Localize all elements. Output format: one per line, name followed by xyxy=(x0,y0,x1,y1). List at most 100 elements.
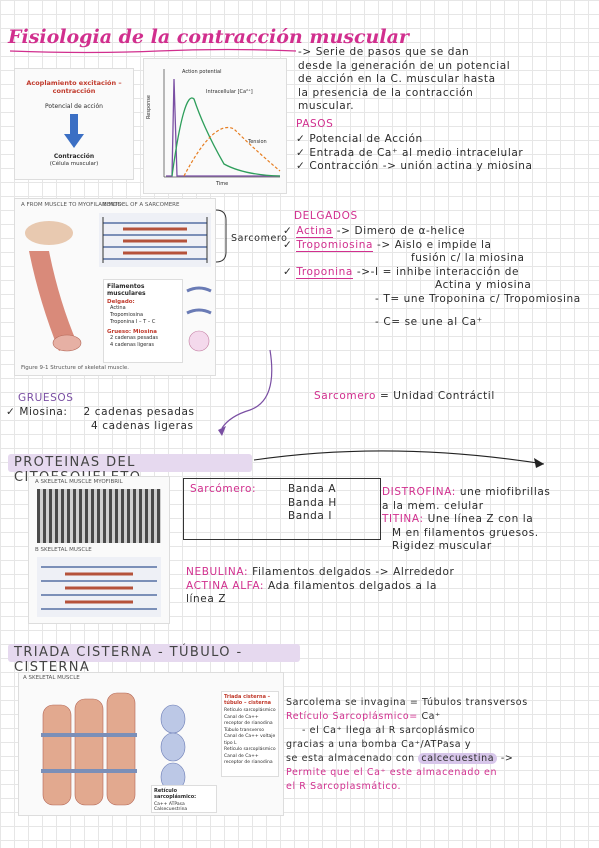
triad-notes: Sarcolema se invagina = Túbulos transver… xyxy=(286,696,598,794)
tropomiosina-desc2: fusión c/ la miosina xyxy=(411,252,525,264)
titina-term: TITINA: xyxy=(382,513,424,525)
myofibril-figure: A SKELETAL MUSCLE MYOFIBRIL B SKELETAL M… xyxy=(28,476,170,624)
intro-line: muscular. xyxy=(298,100,355,112)
intro-line: -> Serie de pasos que se dan xyxy=(298,46,470,58)
filamentos-box: Filamentos musculares Delgado: Actina Tr… xyxy=(103,279,183,363)
figure-caption: Figure 9-1 Structure of skeletal muscle. xyxy=(21,365,130,371)
gruesos-item: Miosina: xyxy=(19,406,68,418)
troponina-c: - C= se une al Ca⁺ xyxy=(375,316,483,328)
nebulina-block: NEBULINA: Filamentos delgados -> Alrrede… xyxy=(186,566,596,607)
sarcolema-line: Sarcolema se invagina = Túbulos transver… xyxy=(286,697,528,708)
troponina-desc: ->-I = inhibe interacción de xyxy=(356,265,520,278)
triad-bullet: - el Ca⁺ llega al R sarcoplásmico xyxy=(302,725,476,736)
delgado-item: Troponina I – T – C xyxy=(110,319,156,325)
sarcomere-model xyxy=(99,213,211,267)
triad-illustration xyxy=(41,692,186,806)
response-curves xyxy=(163,69,281,178)
delgado-title: Delgado: xyxy=(107,299,135,305)
pasos-item: Contracción -> unión actina y miosina xyxy=(296,160,596,174)
arm-muscle-illustration xyxy=(25,221,82,352)
reticulo-box-title: Retículo sarcoplásmico: xyxy=(154,788,197,800)
troponina-term: Troponina xyxy=(296,265,353,279)
troponina-checkmark xyxy=(283,266,296,278)
nebulina-def: Filamentos delgados -> Alrrededor xyxy=(252,566,455,578)
grueso-item: 2 cadenas pesadas xyxy=(110,335,159,341)
myofibril-model xyxy=(37,557,161,617)
reticulo-info-box: Retículo sarcoplásmico: Ca++ ATPasa Cals… xyxy=(151,785,217,813)
pasos-item: Potencial de Acción xyxy=(296,133,596,147)
grueso-item: 4 cadenas ligeras xyxy=(110,342,155,348)
actina-desc: -> Dimero de α-helice xyxy=(336,225,466,237)
pasos-list: Potencial de Acción Entrada de Ca⁺ al me… xyxy=(296,133,596,174)
delgado-item: Tropomiosina xyxy=(110,312,144,318)
banda-list: Banda A Banda H Banda I xyxy=(288,483,337,524)
intro-line: desde la generación de un potencial xyxy=(298,59,511,72)
sarcomero-definition: Sarcomero = Unidad Contráctil xyxy=(314,390,495,404)
sarcomero-term: Sarcomero xyxy=(314,390,376,402)
troponina-desc2: Actina y miosina xyxy=(435,279,532,291)
tropomiosina-term: Tropomiosina xyxy=(296,238,374,252)
triad-box-item: receptor de rianodina xyxy=(224,721,273,726)
delgados-heading: DELGADOS xyxy=(294,210,358,222)
triad-info-box: Triada cisterna – túbulo – cisterna Retí… xyxy=(221,691,279,777)
titina-line: M en filamentos gruesos. xyxy=(392,526,539,539)
response-graph: Action potential Intracellular [Ca²⁺] Te… xyxy=(143,58,287,194)
triad-bullet-a: se esta almacenado con xyxy=(286,753,415,764)
coupling-bottom-label: Contracción xyxy=(53,153,95,160)
sarcomero-def-text: = Unidad Contráctil xyxy=(379,390,495,402)
page-title: Fisiologia de la contracción muscular xyxy=(8,26,409,48)
triad-final: Permite que el Ca⁺ este almacenado en xyxy=(286,767,498,778)
reticulo-term: Retículo Sarcoplásmico= xyxy=(286,711,418,722)
banda-item: Banda H xyxy=(288,496,337,509)
connector-arrow xyxy=(218,349,273,436)
distrofina-line: a la mem. celular xyxy=(382,499,484,512)
triad-box-title: Triada cisterna – túbulo – cisterna xyxy=(224,694,272,706)
gruesos-list: Miosina: 2 cadenas pesadas 4 cadenas lig… xyxy=(6,406,246,433)
banda-item: Banda A xyxy=(288,483,337,495)
coupling-bottom-sublabel: (Célula muscular) xyxy=(49,161,99,167)
grueso-title: Grueso: Miosina xyxy=(107,329,157,335)
title-underline xyxy=(9,48,297,54)
titina-line: Une línea Z con la xyxy=(427,513,534,525)
y-axis-label: Response xyxy=(146,94,152,119)
triad-box-item: Túbulo transverso xyxy=(224,727,265,733)
citoesqueleto-band: PROTEINAS DEL CITOESQUELETO xyxy=(8,454,252,485)
titina-line: Rigidez muscular xyxy=(392,540,492,552)
label-action-potential: Action potential xyxy=(182,69,222,75)
filament-detail xyxy=(186,286,212,352)
tropomiosina-checkmark xyxy=(283,239,296,251)
sarcomero-bracket xyxy=(215,209,227,263)
sarcomero-bands-box: Sarcómero: Banda A Banda H Banda I xyxy=(183,478,381,540)
distrofina-block: DISTROFINA: une miofibrillas a la mem. c… xyxy=(382,486,596,554)
delgados-list: Actina -> Dimero de α-helice Tropomiosin… xyxy=(283,225,597,330)
gruesos-heading: GRUESOS xyxy=(18,392,74,404)
reticulo-box-item: Ca++ ATPasa xyxy=(154,802,185,807)
pasos-item: Entrada de Ca⁺ al medio intracelular xyxy=(296,147,596,161)
actina-alfa-term: ACTINA ALFA: xyxy=(186,579,265,592)
delgado-item: Actina xyxy=(110,305,126,311)
triad-bullet-b: -> xyxy=(500,753,514,764)
distrofina-line: une miofibrillas xyxy=(459,486,551,498)
pasos-heading: PASOS xyxy=(296,118,334,130)
myofibril-label-b: B SKELETAL MUSCLE xyxy=(35,547,92,553)
gruesos-checkmark xyxy=(6,406,19,418)
intro-line: la presencia de la contracción xyxy=(298,86,474,99)
reticulo-box-item: Calsecuestrina xyxy=(154,807,188,812)
banda-item: Banda I xyxy=(288,510,333,522)
intro-line: de acción en la C. muscular hasta xyxy=(298,73,496,85)
reticulo-ion: Ca⁺ xyxy=(421,711,441,722)
troponina-t: - T= une Troponina c/ Tropomiosina xyxy=(375,292,581,305)
actina-alfa-line: línea Z xyxy=(186,593,227,605)
x-axis-label: Time xyxy=(216,181,229,187)
triad-box-item: Canal de Ca++ xyxy=(224,714,259,720)
coupling-title: Acoplamiento excitación – contracción xyxy=(26,79,122,95)
calcecuestina-highlight: calcecuestina xyxy=(418,753,498,764)
figure-label-a: A FROM MUSCLE TO MYOFILAMENTS xyxy=(21,202,122,208)
tropomiosina-desc: -> Aislo e impide la xyxy=(377,238,492,251)
triad-box-item: Canal de Ca++ voltaje tipo L xyxy=(224,734,276,746)
myofibril-micrograph xyxy=(37,489,161,543)
coupling-figure: Acoplamiento excitación – contracción Po… xyxy=(14,68,134,180)
muscle-structure-figure: A FROM MUSCLE TO MYOFILAMENTS B MODEL OF… xyxy=(14,198,216,376)
triad-box-item: Canal de Ca++ xyxy=(224,753,259,759)
triad-figure: A SKELETAL MUSCLE Triada cisterna – túbu… xyxy=(18,672,284,816)
